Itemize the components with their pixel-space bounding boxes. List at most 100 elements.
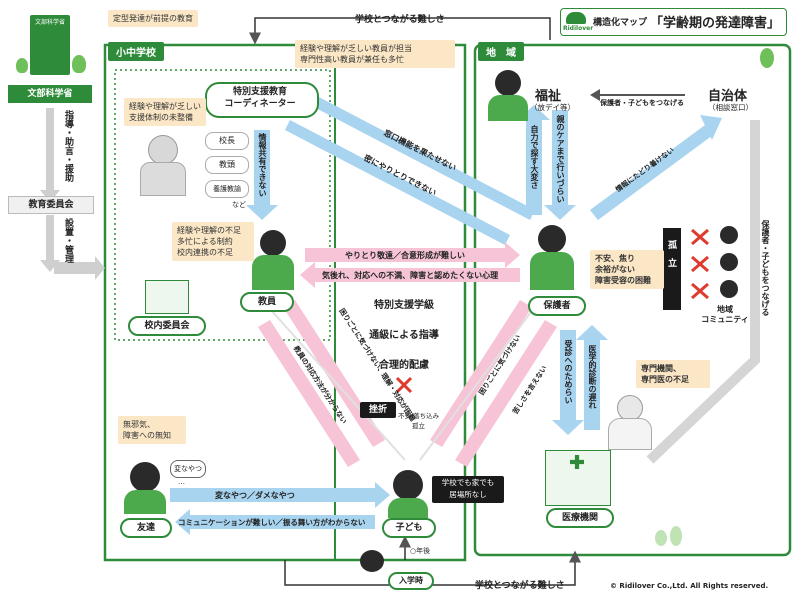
- community-avatar: [720, 226, 738, 244]
- teacher-label: 教員: [240, 292, 294, 312]
- school-gap-top-arrow: [249, 17, 551, 45]
- parent-label: 保護者: [528, 296, 586, 316]
- staff-etc: など: [232, 201, 246, 209]
- support-item: 特別支援学級: [374, 300, 434, 311]
- doctor-avatar: [617, 395, 643, 421]
- isolation-label: 孤 立: [666, 240, 676, 267]
- mext-building: [30, 15, 70, 75]
- school-gap-bottom-label: 学校とつながる難しさ: [475, 581, 565, 591]
- staff-item: 校長: [205, 132, 249, 150]
- teacher-parent-arrow-1: [305, 248, 505, 262]
- mext-arrow-3: [54, 256, 105, 280]
- teacher-parent-label-1: やりとり敬遠／合意形成が難しい: [345, 251, 465, 260]
- info-share-arrow: [254, 130, 270, 205]
- to-hospital-label: 受診へのためらい: [564, 340, 573, 404]
- child-avatar: [393, 470, 423, 500]
- parent-note: 不安、焦り 余裕がない 障害受容の困難: [590, 250, 664, 289]
- young-child-avatar: [360, 550, 384, 572]
- child-anxiety: 不安 落ち込み 孤立: [398, 412, 440, 430]
- education-board-label: 教育委員会: [8, 196, 94, 214]
- mext-flow-1: 指導・助言・援助: [63, 110, 73, 182]
- coord-parent-arrow-2: [285, 120, 510, 245]
- committee-building: [145, 280, 189, 314]
- teacher-parent-arrow-2: [315, 268, 520, 282]
- teacher-avatar: [260, 230, 286, 256]
- coordinator-label: 特別支援教育 コーディネーター: [224, 87, 296, 109]
- parent-child-arrow-1: [430, 300, 532, 447]
- years-later: ○年後: [410, 547, 431, 555]
- parent-hospital-arrow-2: [584, 340, 600, 430]
- child-body: [388, 498, 428, 518]
- copyright: © Ridilover Co.,Ltd. All Rights reserved…: [610, 582, 769, 590]
- govt-to-welfare: 保護者・子どもをつなげる: [600, 99, 684, 107]
- tree-icon: [72, 55, 86, 73]
- welfare-label: 福祉: [535, 89, 562, 104]
- friend-label: 友達: [120, 518, 172, 538]
- tree-icon: [670, 526, 682, 546]
- mext-arrow-1: [40, 108, 60, 202]
- friend-avatar: [130, 462, 160, 492]
- brand-logo: [566, 12, 586, 24]
- parent-to-welfare-2: 親のケアまで行いづらい: [556, 115, 565, 203]
- friend-dots: …: [178, 478, 185, 486]
- mext-label: 文部科学省: [8, 85, 92, 103]
- coordinator-box: [205, 82, 319, 118]
- principal-body: [140, 162, 186, 196]
- diag-delay-label: 医学的診断の遅れ: [588, 345, 597, 409]
- welfare-body: [488, 95, 528, 121]
- friend-note: 無邪気、 障害への無知: [118, 416, 186, 444]
- hospital-label: 医療機関: [546, 508, 614, 528]
- teacher-body: [252, 255, 294, 290]
- note-staff: 経験や理解が乏しい教員が担当 専門性高い教員が兼任も多忙: [295, 40, 455, 68]
- friend-child-label: 変なやつ／ダメなやつ: [215, 491, 295, 500]
- note-teacher: 経験や理解の不足 多忙による制約 校内連携の不足: [172, 222, 254, 261]
- parent-avatar: [538, 225, 566, 253]
- govt-welfare-arrow: [600, 94, 685, 96]
- enroll-label: 入学時: [388, 572, 434, 590]
- brand-text: Ridilover: [563, 25, 594, 32]
- note-support: 経験や理解が乏しい 支援体制の未整備: [124, 98, 206, 126]
- child-no-place: 学校でも家でも 居場所なし: [432, 476, 504, 503]
- teacher-parent-label-2: 気後れ、対応への不満、障害と認めたくない心理: [322, 271, 499, 280]
- community-avatar: [720, 280, 738, 298]
- school-gap-top-label: 学校とつながる難しさ: [355, 15, 445, 25]
- mext-flow-2: 設置・管理: [63, 218, 73, 263]
- premise-tag: 定型発達が前提の教育: [108, 10, 198, 27]
- school-label: 小中学校: [108, 42, 164, 61]
- govt-sub: （相談窓口）: [708, 103, 753, 112]
- doctor-body: [608, 418, 652, 450]
- coord-parent-arrow-1: [310, 95, 535, 220]
- child-friend-arrow: [190, 515, 375, 529]
- info-share-label: 情報共有できない: [258, 133, 267, 197]
- friend-child-arrow: [170, 488, 375, 502]
- region-label: 地 域: [478, 42, 524, 61]
- title-box: [560, 8, 787, 36]
- parent-body: [530, 252, 574, 290]
- tree-icon: [655, 530, 667, 546]
- committee-label: 校内委員会: [128, 316, 206, 336]
- community-avatar: [720, 253, 738, 271]
- title-main: 「学齢期の発達障害」: [650, 16, 781, 31]
- tree-icon: [760, 48, 774, 68]
- school-inner-dotted: [114, 69, 331, 341]
- govt-label: 自治体: [708, 89, 748, 104]
- friend-speech: 変なやつ: [170, 460, 206, 478]
- welfare-avatar: [495, 70, 521, 96]
- staff-item: 養護教諭: [205, 180, 249, 198]
- child-label: 子ども: [382, 518, 436, 538]
- parent-to-welfare-1: 自力で探す大変さ: [530, 125, 539, 189]
- connect-right-arrow: [646, 120, 760, 464]
- mext-arrow-2: [40, 215, 60, 272]
- support-item: 合理的配慮: [379, 360, 429, 371]
- staff-item: 教頭: [205, 156, 249, 174]
- support-item: 通級による指導: [369, 330, 439, 341]
- isolation-box: [663, 228, 681, 310]
- community-label: 地域 コミュニティ: [701, 305, 749, 324]
- tree-icon: [16, 58, 28, 73]
- mext-building-sign: 文部科学省: [34, 19, 65, 26]
- principal-avatar: [148, 135, 178, 165]
- parent-child-arrow-2: [455, 320, 557, 467]
- setback-badge: 挫折: [360, 402, 396, 418]
- parent-welfare-arrow-2: [552, 110, 568, 205]
